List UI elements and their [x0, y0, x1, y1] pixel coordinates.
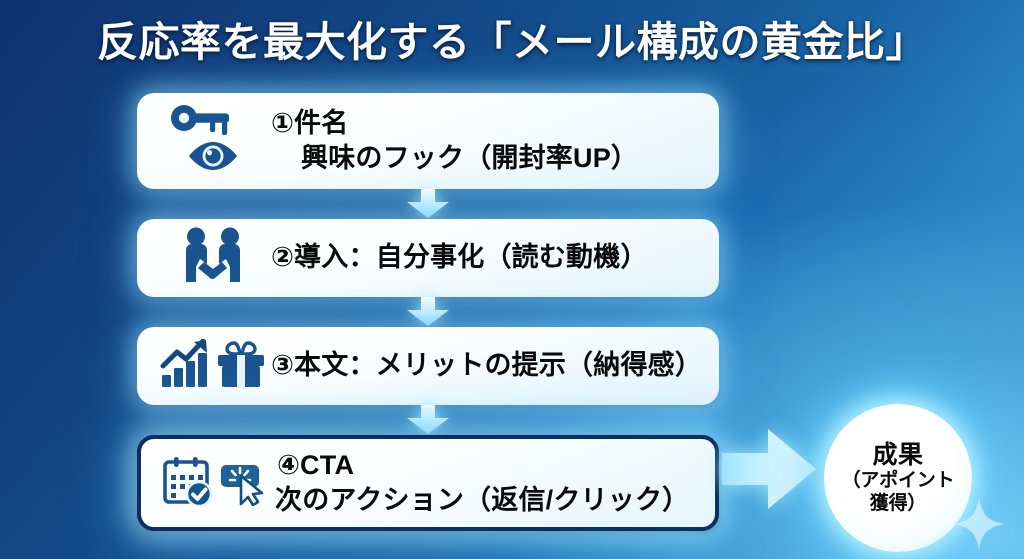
step-2-icon-group [159, 226, 267, 291]
result-sub-line1: （アポイント [841, 469, 955, 491]
step-3-text: ③本文：メリットの提示（納得感） [267, 348, 707, 383]
step-2-line1: ②導入：自分事化（読む動機） [271, 242, 648, 273]
calendar-check-icon [163, 456, 213, 511]
arrow-down-icon [405, 405, 451, 435]
sparkle-icon [952, 497, 1006, 551]
step-4-line2: 次のアクション（返信/クリック） [275, 485, 690, 515]
click-cursor-icon [219, 456, 271, 511]
step-3-icon-group [159, 338, 267, 394]
step-2-text: ②導入：自分事化（読む動機） [267, 240, 707, 275]
result-main-label: 成果 [872, 440, 924, 469]
gift-icon [216, 339, 266, 394]
flow-arrow-3 [137, 405, 719, 435]
step-4-text: ④CTA 次のアクション（返信/クリック） [271, 448, 703, 518]
arrow-down-icon [405, 189, 451, 219]
key-icon [169, 105, 231, 144]
step-1-line1: ①件名 [271, 107, 349, 138]
handshake-icon [176, 226, 250, 291]
step-1-icon-group [159, 105, 267, 177]
step-1-line2: 興味のフック（開封率UP） [301, 143, 639, 173]
flow-arrow-right [722, 427, 818, 511]
step-card-body[interactable]: ③本文：メリットの提示（納得感） [137, 327, 719, 405]
step-3-line1: ③本文：メリットの提示（納得感） [271, 350, 703, 381]
flow-arrow-1 [137, 189, 719, 219]
step-flow-list: ①件名 興味のフック（開封率UP） [137, 93, 719, 531]
page-title: 反応率を最大化する「メール構成の黄金比」 [97, 19, 927, 65]
arrow-right-icon [722, 427, 818, 511]
arrow-down-icon [405, 297, 451, 327]
growth-chart-icon [160, 338, 210, 394]
eye-icon [185, 140, 241, 177]
step-4-line1: ④CTA [277, 449, 355, 480]
step-card-subject[interactable]: ①件名 興味のフック（開封率UP） [137, 93, 719, 189]
result-sub-line2: 獲得） [869, 493, 927, 514]
step-card-intro[interactable]: ②導入：自分事化（読む動機） [137, 219, 719, 297]
result-bubble[interactable]: 成果 （アポイント 獲得） [824, 404, 972, 552]
step-card-cta[interactable]: ④CTA 次のアクション（返信/クリック） [137, 435, 719, 531]
step-1-text: ①件名 興味のフック（開封率UP） [267, 106, 707, 176]
step-4-icon-group [163, 456, 271, 511]
flow-arrow-2 [137, 297, 719, 327]
